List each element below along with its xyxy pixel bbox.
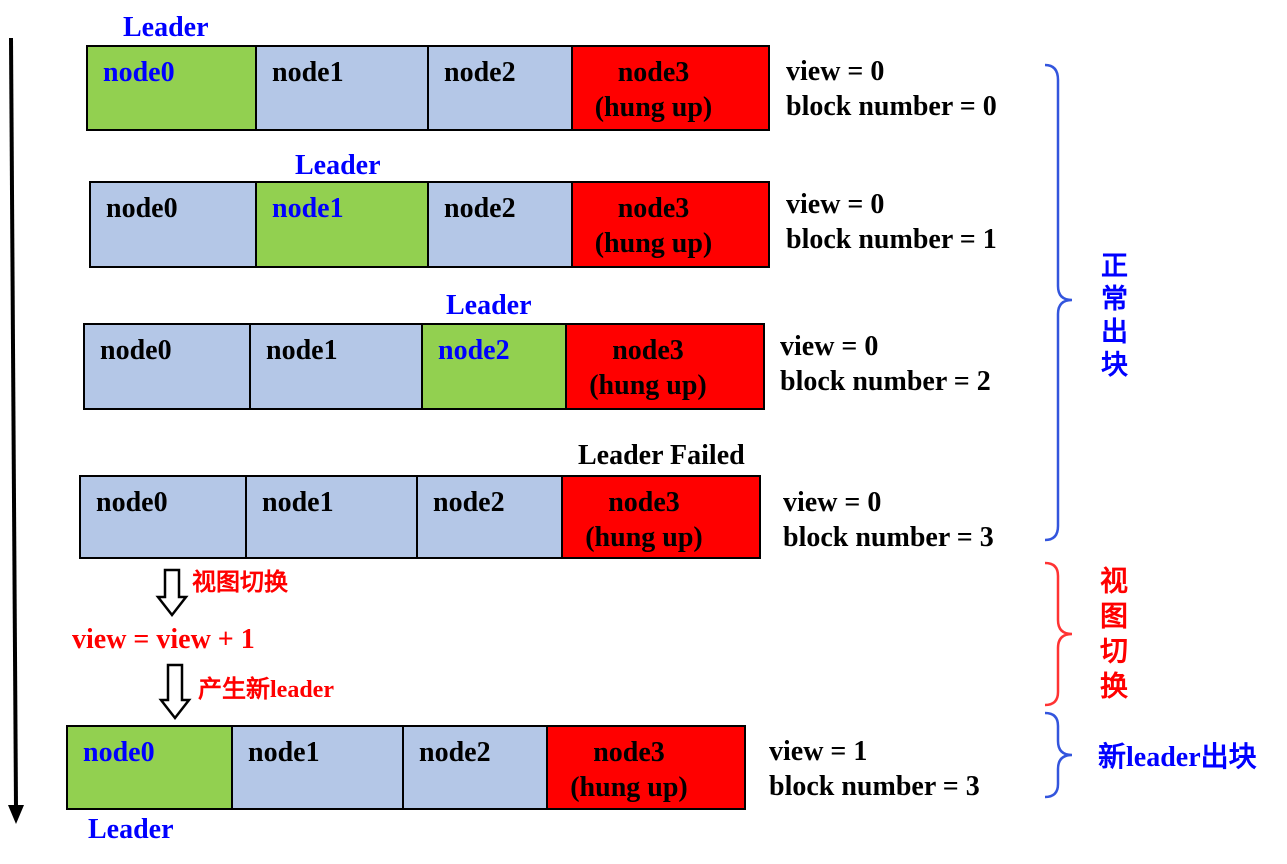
node-cell: node3 (hung up): [573, 183, 768, 266]
node-label: node3: [608, 487, 680, 518]
node-label: node3: [593, 737, 665, 768]
node-label: node3: [617, 193, 690, 224]
node-label: node2: [438, 335, 510, 366]
node-row-4: node0 node1 node2 node3 (hung up): [79, 475, 761, 559]
node-label: node0: [100, 335, 172, 366]
normal-phase-brace: [1044, 63, 1073, 542]
node-cell: node3 (hung up): [573, 47, 768, 129]
node-row-1: node0 node1 node2 node3 (hung up): [86, 45, 770, 131]
node-cell: node3 (hung up): [548, 727, 744, 808]
new-leader-phase-brace: [1044, 711, 1073, 799]
node-label: node1: [262, 487, 334, 518]
node-row-5: node0 node1 node2 node3 (hung up): [66, 725, 746, 810]
leader-label: Leader: [446, 290, 532, 321]
node-label: node1: [248, 737, 320, 768]
node-label: node0: [106, 193, 178, 224]
node-label: node0: [103, 57, 175, 88]
block-number-value: block number = 2: [780, 366, 991, 397]
hung-note: (hung up): [589, 370, 707, 401]
leader-label: Leader: [88, 814, 174, 845]
node-cell: node1: [247, 477, 418, 557]
node-cell: node0: [68, 727, 233, 808]
node-cell: node2: [429, 183, 573, 266]
view-value: view = 1: [769, 736, 868, 767]
row-status: view = 0 block number = 2: [780, 329, 991, 399]
timeline-arrow-head: [8, 805, 24, 824]
timeline-arrow-shaft: [9, 37, 18, 809]
new-leader-phase-label: 新leader出块: [1098, 742, 1257, 773]
view-value: view = 0: [786, 189, 885, 220]
hung-note: (hung up): [585, 522, 703, 553]
node-label: node0: [83, 737, 155, 768]
node-label: node2: [444, 193, 516, 224]
node-label: node2: [419, 737, 491, 768]
view-change-phase-brace: [1044, 561, 1073, 707]
block-number-value: block number = 0: [786, 91, 997, 122]
view-change-phase-label: 视图切换: [1096, 566, 1127, 706]
node-cell: node0: [91, 183, 257, 266]
node-cell: node1: [257, 183, 429, 266]
row-status: view = 0 block number = 1: [786, 187, 997, 257]
block-number-value: block number = 3: [783, 522, 994, 553]
leader-label: Leader: [295, 150, 381, 181]
block-number-value: block number = 3: [769, 771, 980, 802]
node-label: node1: [272, 193, 344, 224]
view-increment-formula: view = view + 1: [72, 624, 255, 655]
new-leader-note: 产生新leader: [198, 677, 334, 703]
normal-phase-label: 正常出块: [1097, 251, 1127, 383]
view-value: view = 0: [786, 56, 885, 87]
row-status: view = 0 block number = 0: [786, 54, 997, 124]
leader-label: Leader: [123, 12, 209, 43]
hung-note: (hung up): [594, 228, 713, 259]
node-cell: node2: [404, 727, 548, 808]
node-label: node1: [266, 335, 338, 366]
block-number-value: block number = 1: [786, 224, 997, 255]
row-status: view = 0 block number = 3: [783, 485, 994, 555]
new-leader-arrow: [158, 663, 192, 721]
node-cell: node3 (hung up): [563, 477, 759, 557]
view-value: view = 0: [780, 331, 879, 362]
node-label: node2: [433, 487, 505, 518]
node-cell: node1: [233, 727, 404, 808]
node-row-2: node0 node1 node2 node3 (hung up): [89, 181, 770, 268]
node-cell: node1: [257, 47, 429, 129]
node-label: node3: [617, 57, 690, 88]
node-cell: node2: [418, 477, 563, 557]
row-status: view = 1 block number = 3: [769, 734, 980, 804]
node-cell: node0: [85, 325, 251, 408]
node-cell: node2: [423, 325, 567, 408]
node-label: node0: [96, 487, 168, 518]
view-change-arrow: [155, 568, 189, 618]
leader-failed-label: Leader Failed: [578, 440, 745, 471]
node-row-3: node0 node1 node2 node3 (hung up): [83, 323, 765, 410]
view-value: view = 0: [783, 487, 882, 518]
node-label: node2: [444, 57, 516, 88]
node-cell: node0: [88, 47, 257, 129]
hung-note: (hung up): [570, 772, 688, 803]
node-cell: node2: [429, 47, 573, 129]
node-cell: node1: [251, 325, 423, 408]
node-label: node3: [612, 335, 684, 366]
view-change-note: 视图切换: [192, 570, 288, 596]
hung-note: (hung up): [594, 92, 713, 123]
node-label: node1: [272, 57, 344, 88]
node-cell: node3 (hung up): [567, 325, 763, 408]
node-cell: node0: [81, 477, 247, 557]
